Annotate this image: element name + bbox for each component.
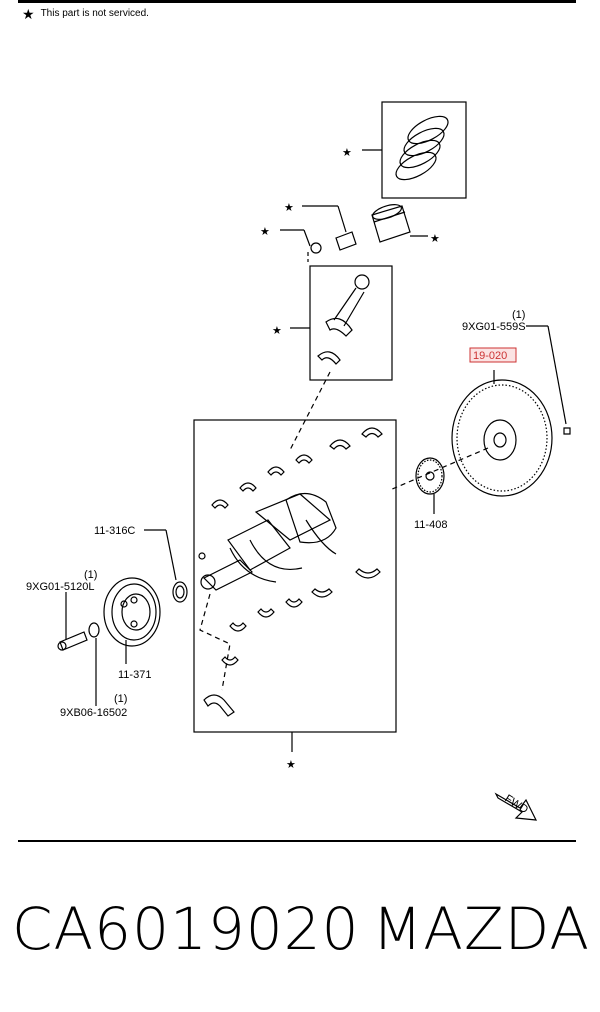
front-seal-label: 11-316C [94, 525, 135, 537]
flywheel-bolt [563, 427, 571, 435]
crank-gear [415, 457, 445, 495]
pulley-bolt-qty: (1) [84, 569, 97, 581]
piston-pin [335, 231, 357, 251]
footer: CA6019020 MAZDA [12, 895, 590, 963]
washer-label: 9XB06-16502 [60, 707, 127, 719]
piston-rings [395, 115, 449, 181]
piston [371, 204, 411, 243]
star-icon: ★ [430, 233, 440, 245]
top-rule [18, 0, 576, 3]
pulley-label: 11-371 [118, 669, 151, 681]
flywheel-bolt-label: 9XG01-559S [462, 321, 526, 333]
part-number: CA6019020 [12, 895, 360, 963]
flywheel [451, 379, 553, 497]
crankshaft [198, 492, 337, 591]
legend: ★ This part is not serviced. [22, 5, 149, 22]
main-bearings-lower [221, 568, 381, 666]
crank-pulley [103, 577, 161, 647]
highlight-box [469, 347, 517, 363]
washer-qty: (1) [114, 693, 127, 705]
pulley-washer [88, 622, 100, 638]
flywheel-label: 19-020 [473, 350, 507, 362]
brand-name: MAZDA [372, 895, 590, 963]
pin-clip [310, 242, 322, 254]
rod-bearing [317, 351, 341, 365]
crankshaft-box [193, 419, 397, 733]
star-icon: ★ [342, 147, 352, 159]
bottom-rule [18, 840, 576, 842]
flywheel-bolt-qty: (1) [512, 309, 525, 321]
thrust-washer [203, 694, 235, 717]
connecting-rod-box [309, 265, 393, 381]
piston-rings-box [381, 101, 467, 199]
fwd-label: FWD [502, 793, 530, 816]
legend-text: This part is not serviced. [40, 8, 149, 19]
fwd-arrow-icon [494, 792, 538, 821]
exploded-diagram: ★ ★ ★ ★ ★ ★ (1) 9XG01-559S 19-020 11-408… [26, 101, 571, 821]
main-bearings-upper [211, 427, 383, 509]
star-icon: ★ [286, 759, 296, 771]
star-icon: ★ [284, 202, 294, 214]
pulley-bolt-label: 9XG01-5120L [26, 581, 95, 593]
connecting-rod [325, 274, 370, 337]
front-seal [172, 581, 188, 603]
crank-gear-label: 11-408 [414, 519, 447, 531]
star-icon: ★ [260, 226, 270, 238]
pulley-bolt [57, 631, 88, 651]
star-icon: ★ [22, 5, 35, 22]
star-icon: ★ [272, 325, 282, 337]
